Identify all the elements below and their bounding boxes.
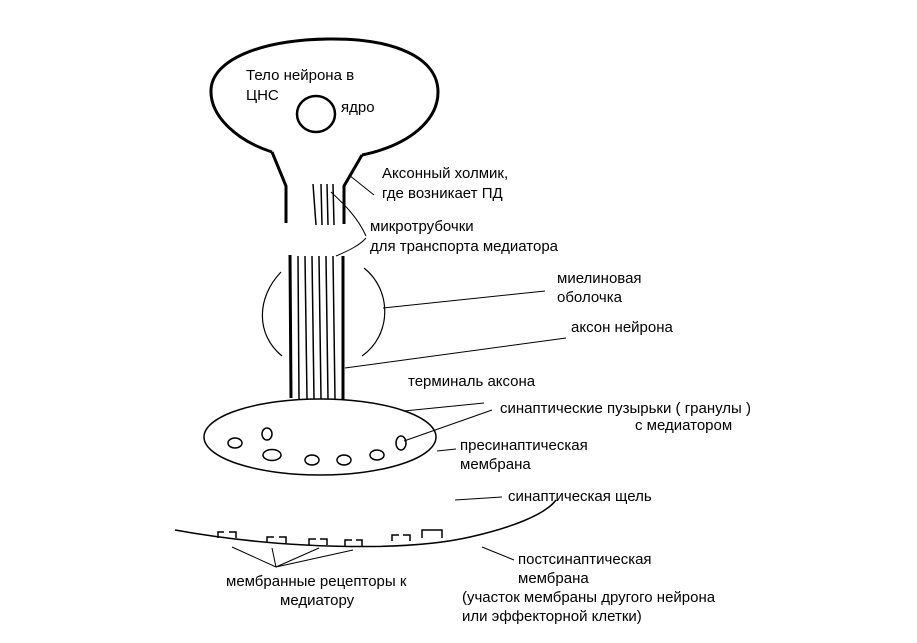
label-vesicles-line1: синаптические пузырьки ( гранулы ) [500, 400, 751, 417]
leader-cleft [454, 496, 503, 501]
label-nucleus: ядро [341, 99, 375, 116]
leader-receptor-4 [275, 549, 354, 568]
nucleus [295, 94, 337, 134]
leader-postsynaptic [481, 546, 515, 561]
label-axon-hillock-line1: Аксонный холмик, [382, 165, 508, 182]
microtubules-hillock [312, 183, 335, 226]
label-axon-terminal: терминаль аксона [408, 373, 536, 390]
vesicle [262, 448, 282, 462]
label-postsynaptic-line4: или эффекторной клетки) [462, 608, 642, 625]
label-presynaptic-line1: пресинаптическая [460, 437, 588, 454]
vesicle [304, 454, 320, 466]
label-cell-body-line1: Тело нейрона в [246, 67, 354, 84]
label-cell-body-line2: ЦНС [246, 87, 279, 104]
receptor [308, 538, 328, 545]
vesicle [227, 437, 243, 449]
label-myelin-line1: миелиновая [557, 270, 642, 287]
label-synaptic-cleft: синаптическая щель [508, 488, 652, 505]
myelin-sheath-left [261, 271, 283, 357]
receptor [391, 534, 411, 541]
leader-hillock [348, 174, 375, 196]
synaptic-vesicles [227, 427, 407, 466]
receptor [217, 531, 237, 538]
membrane-receptors [217, 529, 443, 546]
label-microtubules-line2: для транспорта медиатора [370, 238, 559, 255]
label-receptors-line2: медиатору [280, 592, 355, 609]
label-postsynaptic-line3: (участок мембраны другого нейрона [462, 589, 716, 606]
label-postsynaptic-line1: постсинаптическая [518, 551, 652, 568]
leader-receptor-3 [275, 547, 320, 568]
vesicle [261, 427, 273, 441]
axon-hillock-left-wall [270, 151, 288, 223]
microtubules-axon [297, 255, 336, 400]
vesicle [395, 435, 407, 451]
label-postsynaptic-line2: мембрана [518, 570, 589, 587]
vesicle [336, 454, 352, 466]
postsynaptic-membrane [174, 499, 557, 548]
axon-terminal [203, 398, 437, 476]
vesicle [369, 449, 385, 461]
label-presynaptic-line2: мембрана [460, 456, 531, 473]
leader-presynaptic [436, 448, 457, 452]
cell-body-outline [209, 37, 440, 157]
label-receptors-line1: мембранные рецепторы к [226, 573, 407, 590]
axon-hillock-right-wall [342, 154, 364, 224]
axon-left-wall [288, 254, 293, 399]
receptor [421, 529, 443, 538]
leader-microtubules-upper [330, 191, 367, 237]
myelin-sheath-right [361, 267, 386, 357]
label-axon-hillock-line2: где возникает ПД [382, 185, 503, 202]
label-vesicles-line2: с медиатором [635, 417, 732, 434]
leader-myelin [382, 290, 546, 309]
label-axon: аксон нейрона [571, 319, 674, 336]
label-myelin-line2: оболочка [557, 289, 623, 306]
leader-axon [344, 337, 567, 369]
leader-microtubules-lower [335, 237, 367, 257]
receptor [344, 539, 363, 546]
label-microtubules-line1: микротрубочки [370, 218, 474, 235]
leader-lines [231, 174, 567, 568]
leader-receptor-1 [231, 546, 277, 568]
leader-terminal [403, 402, 485, 412]
leader-vesicles [403, 409, 493, 442]
receptor [266, 536, 287, 543]
leader-receptor-2 [271, 547, 277, 568]
